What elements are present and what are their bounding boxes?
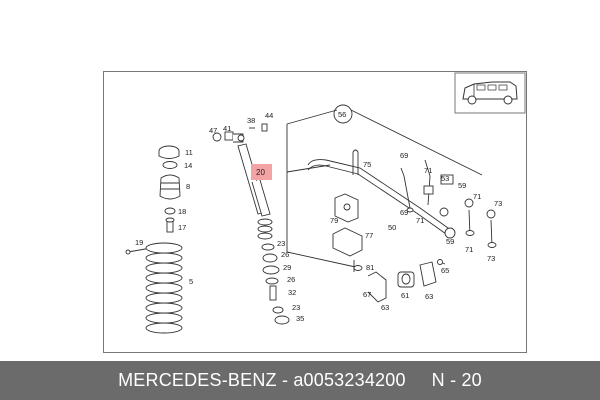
callout-29: 29 bbox=[283, 263, 291, 272]
stabilizer-assembly bbox=[286, 104, 497, 303]
callout-73-upper: 73 bbox=[494, 199, 502, 208]
callout-19: 19 bbox=[135, 238, 143, 247]
callout-73-lower: 73 bbox=[487, 254, 495, 263]
callout-26-lower: 26 bbox=[287, 275, 295, 284]
callout-81: 81 bbox=[366, 263, 374, 272]
callout-labels: 11 14 8 18 17 19 5 47 41 38 44 23 26 29 … bbox=[135, 110, 502, 323]
callout-41: 41 bbox=[223, 124, 231, 133]
callout-69-upper: 69 bbox=[400, 151, 408, 160]
callout-32: 32 bbox=[288, 288, 296, 297]
callout-23-lower: 23 bbox=[292, 303, 300, 312]
callout-71-right: 71 bbox=[473, 192, 481, 201]
callout-5: 5 bbox=[189, 277, 193, 286]
callout-79: 79 bbox=[330, 216, 338, 225]
footer-position: N - 20 bbox=[431, 370, 482, 390]
callout-67: 67 bbox=[363, 290, 371, 299]
callout-75: 75 bbox=[363, 160, 371, 169]
callout-63-left: 63 bbox=[381, 303, 389, 312]
highlight-label: 20 bbox=[256, 168, 265, 177]
callout-53: 53 bbox=[441, 174, 449, 183]
callout-59-upper: 59 bbox=[458, 181, 466, 190]
callout-65: 65 bbox=[441, 266, 449, 275]
footer-part-number: a0053234200 bbox=[293, 370, 406, 390]
callout-71-bottom: 71 bbox=[465, 245, 473, 254]
callout-11: 11 bbox=[185, 148, 193, 157]
highlight-part-20[interactable]: 20 bbox=[251, 164, 272, 180]
callout-59-lower: 59 bbox=[446, 237, 454, 246]
callout-47: 47 bbox=[209, 126, 217, 135]
callout-63-right: 63 bbox=[425, 292, 433, 301]
callout-17: 17 bbox=[178, 223, 186, 232]
spring-assembly bbox=[125, 145, 183, 334]
callout-38: 38 bbox=[247, 116, 255, 125]
callout-18: 18 bbox=[178, 207, 186, 216]
callout-71-lower: 71 bbox=[416, 216, 424, 225]
callout-50: 50 bbox=[388, 223, 396, 232]
callout-26-upper: 26 bbox=[281, 250, 289, 259]
callout-61: 61 bbox=[401, 291, 409, 300]
callout-8: 8 bbox=[186, 182, 190, 191]
callout-35: 35 bbox=[296, 314, 304, 323]
callout-71-upper: 71 bbox=[424, 166, 432, 175]
callout-69-lower: 69 bbox=[400, 208, 408, 217]
callout-56: 56 bbox=[338, 110, 346, 119]
callout-14: 14 bbox=[184, 161, 192, 170]
highlight-box[interactable] bbox=[251, 164, 272, 180]
callout-77: 77 bbox=[365, 231, 373, 240]
callout-23-upper: 23 bbox=[277, 239, 285, 248]
footer-separator: - bbox=[281, 370, 289, 390]
footer-caption: MERCEDES-BENZ - a0053234200 N - 20 bbox=[118, 370, 482, 391]
footer-bar: MERCEDES-BENZ - a0053234200 N - 20 bbox=[0, 361, 600, 400]
shock-absorber bbox=[212, 123, 290, 325]
vehicle-thumbnail bbox=[454, 72, 526, 114]
footer-brand: MERCEDES-BENZ bbox=[118, 370, 277, 390]
callout-44: 44 bbox=[265, 111, 273, 120]
